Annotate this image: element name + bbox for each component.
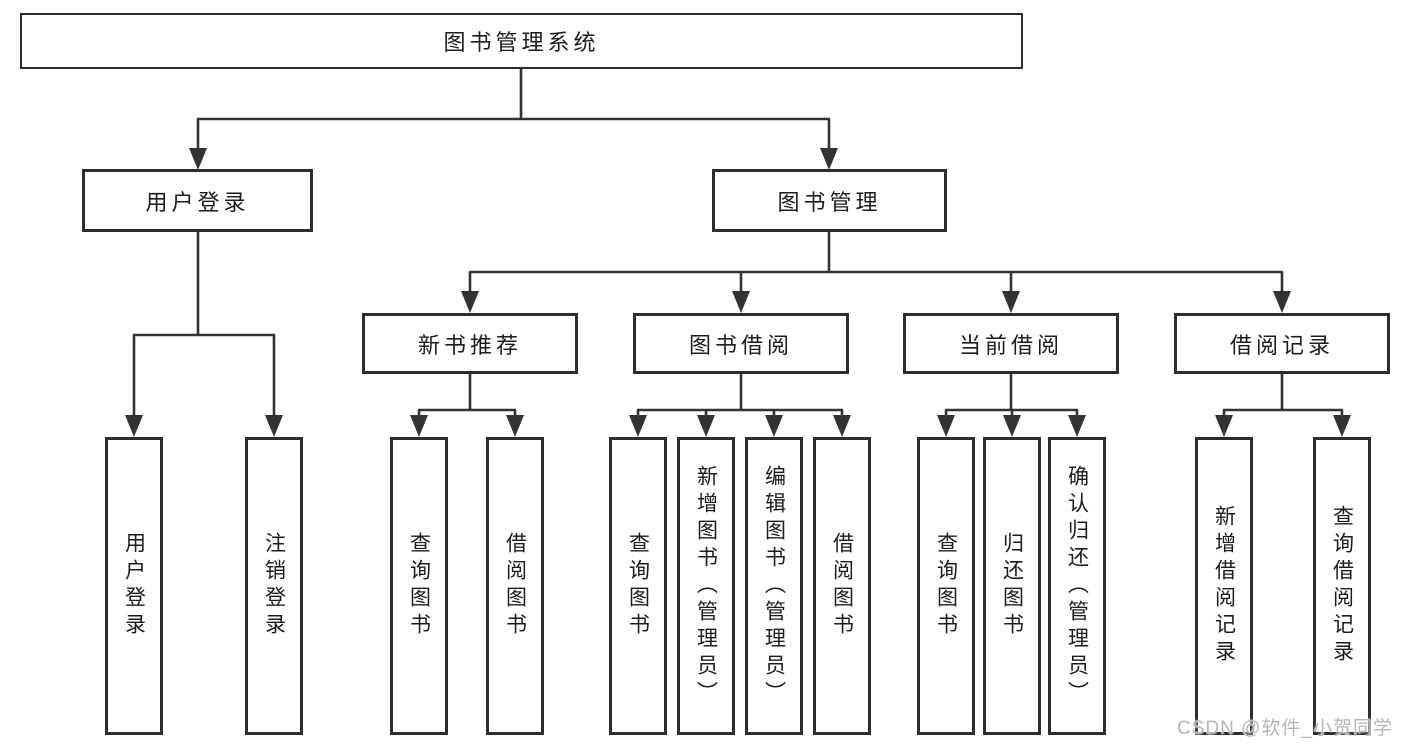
leaf-label: 查询图书 <box>626 532 650 640</box>
node-borrow-records: 借阅记录 <box>1174 313 1390 374</box>
leaf-query-books-1: 查询图书 <box>390 437 448 735</box>
node-system-root: 图书管理系统 <box>20 13 1023 69</box>
node-label: 借阅记录 <box>1229 332 1334 358</box>
node-label: 当前借阅 <box>958 332 1063 358</box>
node-label: 图书管理系统 <box>443 30 600 55</box>
leaf-label: 借阅图书 <box>503 532 527 640</box>
node-label: 图书管理 <box>777 189 882 215</box>
connector-book-borrow <box>636 374 844 419</box>
leaf-label: 查询图书 <box>934 532 958 640</box>
node-current-borrow: 当前借阅 <box>903 313 1119 374</box>
connector-borrow-records <box>1222 374 1344 419</box>
node-label: 图书借阅 <box>688 332 793 358</box>
leaf-label: 借阅图书 <box>830 532 854 640</box>
connector-root <box>196 69 831 150</box>
connector-book-management <box>468 232 1284 295</box>
leaf-label: 归还图书 <box>1000 532 1024 640</box>
leaf-label: 编辑图书（管理员） <box>762 464 786 708</box>
leaf-query-books-2: 查询图书 <box>609 437 667 735</box>
leaf-query-borrow-record: 查询借阅记录 <box>1313 437 1371 735</box>
node-book-borrow: 图书借阅 <box>633 313 849 374</box>
leaf-borrow-books-1: 借阅图书 <box>486 437 544 735</box>
connector-current-borrow <box>944 374 1079 419</box>
leaf-borrow-books-2: 借阅图书 <box>813 437 871 735</box>
leaf-label: 新增图书（管理员） <box>694 464 718 708</box>
csdn-watermark: CSDN @软件_小贺同学 <box>1177 718 1393 739</box>
leaf-return-books: 归还图书 <box>983 437 1041 735</box>
node-label: 新书推荐 <box>417 332 522 358</box>
leaf-user-login: 用户登录 <box>105 437 163 735</box>
leaf-confirm-return-admin: 确认归还（管理员） <box>1048 437 1106 735</box>
node-book-management: 图书管理 <box>712 169 947 232</box>
leaf-label: 确认归还（管理员） <box>1065 464 1089 708</box>
leaf-label: 注销登录 <box>262 532 286 640</box>
node-label: 用户登录 <box>145 189 250 215</box>
connector-user-login <box>132 232 276 419</box>
leaf-label: 新增借阅记录 <box>1212 505 1236 667</box>
leaf-label: 用户登录 <box>122 532 146 640</box>
leaf-label: 查询图书 <box>407 532 431 640</box>
node-user-login: 用户登录 <box>82 169 313 232</box>
leaf-edit-books-admin: 编辑图书（管理员） <box>745 437 803 735</box>
leaf-query-books-3: 查询图书 <box>917 437 975 735</box>
leaf-add-borrow-record: 新增借阅记录 <box>1195 437 1253 735</box>
leaf-logout: 注销登录 <box>245 437 303 735</box>
leaf-add-books-admin: 新增图书（管理员） <box>677 437 735 735</box>
arrowheads <box>125 148 1351 437</box>
node-new-book-recommend: 新书推荐 <box>362 313 578 374</box>
connector-new-book <box>417 374 517 419</box>
leaf-label: 查询借阅记录 <box>1330 505 1354 667</box>
